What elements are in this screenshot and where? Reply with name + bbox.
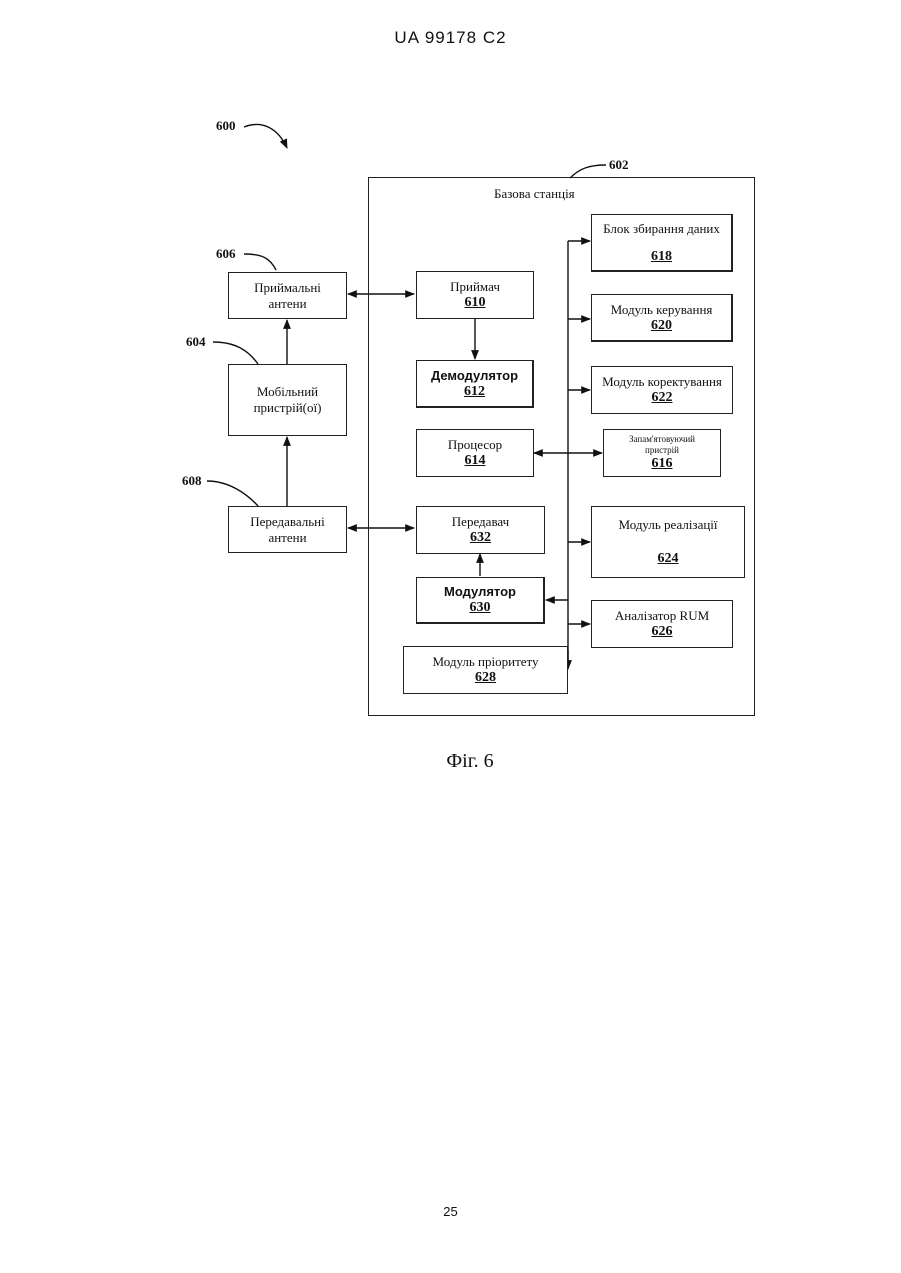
implementation-module-block: Модуль реалізації 624 [591, 506, 745, 578]
modulator-block: Модулятор 630 [416, 577, 545, 624]
processor-number: 614 [465, 453, 486, 469]
page-number: 25 [0, 1204, 901, 1219]
ref-606: 606 [216, 246, 236, 262]
rum-analyzer-block: Аналізатор RUM 626 [591, 600, 733, 648]
mobile-device-line2: пристрій(ої) [254, 400, 322, 416]
mobile-device-block: Мобільний пристрій(ої) [228, 364, 347, 436]
memory-block: Запам'ятовуючий пристрій 616 [603, 429, 721, 477]
demodulator-number: 612 [464, 384, 485, 400]
ref-600: 600 [216, 118, 236, 134]
priority-module-name: Модуль пріоритету [432, 654, 538, 670]
implementation-module-number: 624 [658, 551, 679, 567]
transmitter-name: Передавач [452, 514, 509, 530]
leader-608 [207, 481, 258, 506]
rx-antennas-line1: Приймальні [254, 280, 321, 296]
leader-606 [244, 254, 276, 270]
leader-600-arrow [244, 125, 287, 148]
processor-name: Процесор [448, 437, 502, 453]
tx-antennas-line1: Передавальні [250, 514, 324, 530]
rx-antennas-line2: антени [268, 296, 306, 312]
data-collection-number: 618 [651, 249, 672, 265]
demodulator-block: Демодулятор 612 [416, 360, 534, 408]
control-module-number: 620 [651, 318, 672, 334]
transmitter-block: Передавач 632 [416, 506, 545, 554]
correction-module-name: Модуль коректування [602, 374, 722, 390]
receiver-number: 610 [465, 295, 486, 311]
figure-caption: Фіг. 6 [0, 750, 901, 773]
receiver-block: Приймач 610 [416, 271, 534, 319]
demodulator-name: Демодулятор [431, 368, 518, 384]
tx-antennas-line2: антени [268, 530, 306, 546]
tx-antennas-block: Передавальні антени [228, 506, 347, 553]
priority-module-number: 628 [475, 670, 496, 686]
ref-604: 604 [186, 334, 206, 350]
correction-module-block: Модуль коректування 622 [591, 366, 733, 414]
control-module-name: Модуль керування [611, 302, 713, 318]
base-station-label: Базова станція [494, 186, 575, 202]
rum-analyzer-name: Аналізатор RUM [615, 608, 709, 624]
rx-antennas-block: Приймальні антени [228, 272, 347, 319]
leader-604 [213, 342, 258, 364]
priority-module-block: Модуль пріоритету 628 [403, 646, 568, 694]
memory-number: 616 [652, 456, 673, 472]
control-module-block: Модуль керування 620 [591, 294, 733, 342]
processor-block: Процесор 614 [416, 429, 534, 477]
mobile-device-line1: Мобільний [257, 384, 318, 400]
memory-line1: Запам'ятовуючий [629, 434, 695, 445]
modulator-number: 630 [470, 600, 491, 616]
data-collection-block: Блок збирання даних 618 [591, 214, 733, 272]
transmitter-number: 632 [470, 530, 491, 546]
implementation-module-name: Модуль реалізації [618, 517, 717, 533]
receiver-name: Приймач [450, 279, 500, 295]
rum-analyzer-number: 626 [652, 624, 673, 640]
ref-608: 608 [182, 473, 202, 489]
correction-module-number: 622 [652, 390, 673, 406]
ref-602: 602 [609, 157, 629, 173]
modulator-name: Модулятор [444, 584, 516, 600]
memory-line2: пристрій [645, 445, 679, 456]
data-collection-name: Блок збирання даних [603, 221, 720, 237]
